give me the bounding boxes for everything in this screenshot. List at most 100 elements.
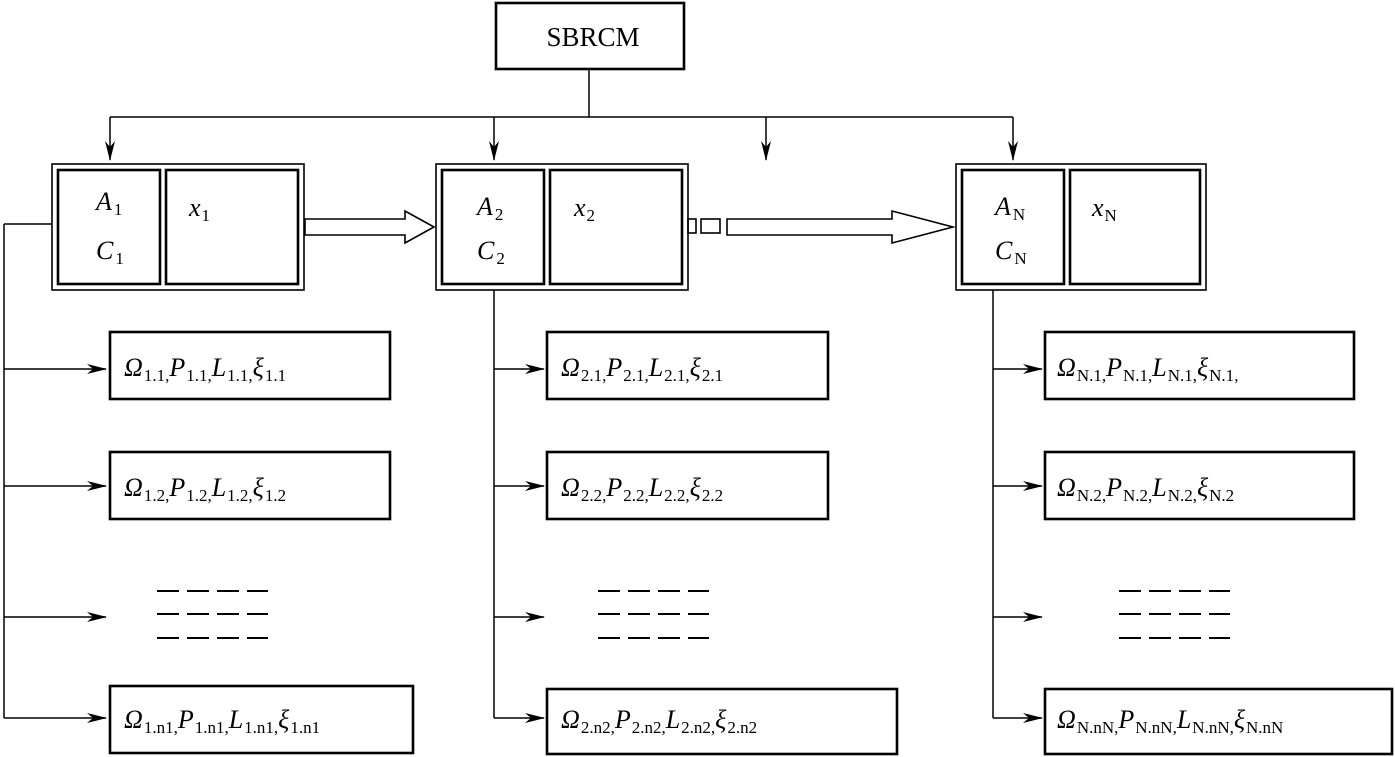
param-symbol-omega: Ω xyxy=(1057,473,1076,502)
param-symbol-omega: Ω xyxy=(124,705,143,734)
column-N-branches xyxy=(992,290,1043,723)
param-box-1-n1 xyxy=(108,684,415,755)
param-comma: , xyxy=(248,486,252,505)
param-subscript: 1.1 xyxy=(186,366,207,385)
param-subscript: 2.1 xyxy=(702,366,723,385)
param-symbol-xi: ξ xyxy=(690,473,702,502)
param-comma: , xyxy=(1114,718,1118,737)
param-subscript: 2.2 xyxy=(581,486,602,505)
param-symbol-p: P xyxy=(168,353,185,382)
param-symbol-p: P xyxy=(605,473,622,502)
param-label-1-3: Ω1.n1,P1.n1,L1.n1,ξ1.n1 xyxy=(124,705,320,737)
param-subscript: N.1 xyxy=(1123,366,1148,385)
param-label-1-2: Ω1.2,P1.2,L1.2,ξ1.2 xyxy=(124,473,286,505)
param-label-3-3: ΩN.nN,PN.nN,LN.nN,ξN.nN xyxy=(1057,705,1283,737)
param-symbol-xi: ξ xyxy=(690,353,702,382)
param-comma: , xyxy=(644,366,648,385)
param-comma: , xyxy=(685,366,689,385)
param-box-N-2 xyxy=(1043,450,1356,521)
param-symbol-xi: ξ xyxy=(1234,705,1246,734)
param-comma: , xyxy=(174,718,178,737)
param-label-3-1: ΩN.1,PN.1,LN.1,ξN.1, xyxy=(1057,353,1238,385)
param-subscript: 1.n1 xyxy=(244,718,274,737)
param-box-2-n2 xyxy=(545,687,899,756)
param-symbol-l: L xyxy=(1151,473,1166,502)
param-box-1-2 xyxy=(108,450,392,521)
param-symbol-p: P xyxy=(605,353,622,382)
param-comma: , xyxy=(274,718,278,737)
param-symbol-omega: Ω xyxy=(1057,353,1076,382)
param-symbol-p: P xyxy=(614,705,631,734)
param-subscript: 1.2 xyxy=(227,486,248,505)
param-subscript: N.1 xyxy=(1077,366,1102,385)
param-label-2-2: Ω2.2,P2.2,L2.2,ξ2.2 xyxy=(561,473,723,505)
param-symbol-l: L xyxy=(1176,705,1191,734)
param-comma: , xyxy=(248,366,252,385)
param-symbol-p: P xyxy=(168,473,185,502)
param-subscript: N.2 xyxy=(1209,486,1234,505)
param-subscript: N.nN xyxy=(1246,718,1283,737)
param-subscript: N.nN xyxy=(1192,718,1229,737)
param-subscript: 1.2 xyxy=(144,486,165,505)
param-symbol-omega: Ω xyxy=(561,705,580,734)
param-label-1-1: Ω1.1,P1.1,L1.1,ξ1.1 xyxy=(124,353,286,385)
param-subscript: 2.1 xyxy=(664,366,685,385)
module-ellipsis-squares xyxy=(687,218,721,234)
param-symbol-omega: Ω xyxy=(561,473,580,502)
param-subscript: 2.2 xyxy=(623,486,644,505)
param-symbol-l: L xyxy=(648,353,663,382)
param-subscript: 1.2 xyxy=(265,486,286,505)
param-symbol-xi: ξ xyxy=(278,705,290,734)
param-boxes xyxy=(108,330,1394,756)
param-symbol-p: P xyxy=(1105,473,1122,502)
param-symbol-p: P xyxy=(1117,705,1134,734)
param-subscript: 1.1 xyxy=(144,366,165,385)
param-label-2-1: Ω2.1,P2.1,L2.1,ξ2.1 xyxy=(561,353,723,385)
module-2-x: x2 xyxy=(573,193,595,225)
param-subscript: N.nN xyxy=(1135,718,1172,737)
param-comma: , xyxy=(207,486,211,505)
param-comma: , xyxy=(602,366,606,385)
param-subscript: N.nN xyxy=(1077,718,1114,737)
param-box-2-2 xyxy=(545,450,830,521)
hollow-arrow-1-to-2 xyxy=(304,209,436,245)
param-symbol-omega: Ω xyxy=(124,473,143,502)
param-comma: , xyxy=(644,486,648,505)
param-comma: , xyxy=(711,718,715,737)
param-symbol-l: L xyxy=(228,705,243,734)
param-trailing: , xyxy=(1234,366,1238,385)
param-comma: , xyxy=(611,718,615,737)
param-comma: , xyxy=(165,366,169,385)
column-1-branches xyxy=(3,223,107,723)
param-symbol-xi: ξ xyxy=(1197,473,1209,502)
param-comma: , xyxy=(1102,366,1106,385)
param-comma: , xyxy=(661,718,665,737)
param-subscript: 2.2 xyxy=(664,486,685,505)
param-label-3-2: ΩN.2,PN.2,LN.2,ξN.2 xyxy=(1057,473,1234,505)
param-subscript: 2.n2 xyxy=(727,718,757,737)
param-symbol-l: L xyxy=(1151,353,1166,382)
param-symbol-omega: Ω xyxy=(561,353,580,382)
param-subscript: N.1 xyxy=(1209,366,1234,385)
param-symbol-l: L xyxy=(648,473,663,502)
param-comma: , xyxy=(602,486,606,505)
param-comma: , xyxy=(224,718,228,737)
param-box-2-1 xyxy=(545,330,830,401)
param-box-1-1 xyxy=(108,330,392,401)
param-subscript: 2.1 xyxy=(581,366,602,385)
column-2-branches xyxy=(493,290,545,723)
param-subscript: 1.n1 xyxy=(195,718,225,737)
param-symbol-l: L xyxy=(211,473,226,502)
param-subscript: 1.2 xyxy=(186,486,207,505)
param-subscript: 2.n2 xyxy=(632,718,662,737)
param-comma: , xyxy=(1230,718,1234,737)
param-symbol-l: L xyxy=(211,353,226,382)
module-N-x: xN xyxy=(1091,193,1117,225)
param-comma: , xyxy=(1148,486,1152,505)
